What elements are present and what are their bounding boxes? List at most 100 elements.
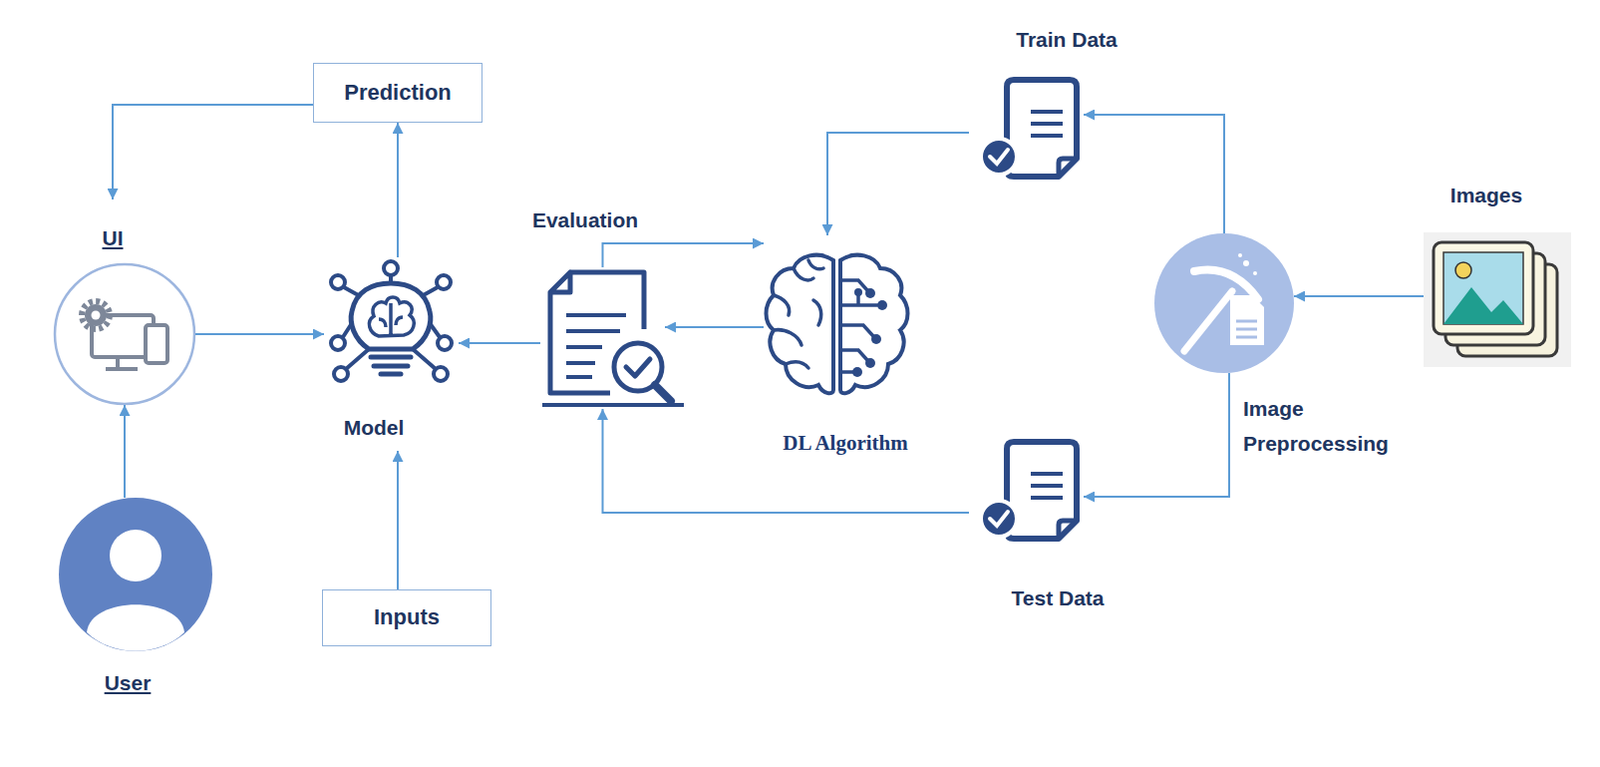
evaluation-icon-part	[654, 384, 671, 401]
icon-label: Model	[343, 414, 405, 440]
document-icon-part	[1030, 111, 1063, 136]
model-icon-part	[370, 356, 411, 374]
icon-node: Evaluation	[540, 267, 665, 409]
model-icon-part	[368, 297, 414, 336]
icon-node: Train Data	[968, 76, 1084, 186]
model-icon-part	[333, 366, 348, 381]
model-icon-part	[433, 366, 448, 381]
icon-node: Images	[1423, 232, 1572, 367]
connector-arrow	[195, 332, 324, 335]
preprocessing-icon-part	[1253, 271, 1258, 276]
connector-arrow	[1293, 295, 1424, 298]
connector-group	[112, 104, 1424, 590]
document-icon-part	[989, 149, 1008, 164]
icon-node: Model	[323, 257, 459, 451]
document-icon	[980, 441, 1077, 539]
model-icon-part	[436, 275, 451, 290]
images-icon-part	[1443, 287, 1524, 324]
document-icon-part	[1030, 473, 1063, 498]
preprocessing-icon-part	[1238, 253, 1243, 258]
brain-icon-part-part	[865, 357, 876, 368]
icon-node: Image Preprocessing	[1154, 233, 1294, 373]
user-icon-part	[109, 529, 162, 582]
brain-icon-part-part	[871, 333, 882, 344]
model-icon-part	[330, 335, 345, 350]
document-icon-part	[989, 511, 1008, 526]
brain-icon-part	[840, 280, 878, 372]
preprocessing-icon-part	[1184, 291, 1233, 351]
icon-node: User	[58, 497, 213, 651]
model-icon-part	[383, 261, 398, 276]
brain-icon-part	[766, 255, 835, 394]
connector-arrow	[123, 404, 126, 498]
icon-label: User	[104, 669, 152, 695]
connector-arrow	[396, 122, 399, 258]
connector-arrow	[458, 341, 541, 344]
user-icon	[58, 497, 213, 651]
ui-icon-part	[54, 264, 195, 404]
brain-icon-part-part	[877, 300, 888, 311]
icon-label: Evaluation	[532, 207, 639, 233]
user-icon-part	[58, 497, 213, 651]
process-box: Prediction	[313, 62, 483, 123]
evaluation-icon-part	[626, 358, 650, 376]
document-icon-part	[1058, 158, 1077, 177]
icon-label: Test Data	[1011, 585, 1105, 611]
icon-label: Train Data	[1015, 26, 1118, 52]
icon-label: UI	[102, 225, 124, 251]
document-icon-part	[980, 138, 1017, 175]
brain-icon-part-part	[854, 288, 863, 297]
ui-icon-part	[145, 324, 168, 363]
brain-icon-part	[852, 288, 888, 377]
user-icon-part	[86, 604, 185, 651]
document-icon-part	[980, 500, 1017, 537]
connector-arrow	[827, 132, 969, 236]
connector-arrow	[603, 243, 765, 268]
model-icon-part	[350, 283, 431, 349]
preprocessing-icon-part	[1236, 320, 1258, 337]
connector-arrow	[603, 408, 970, 513]
ui-icon-part	[81, 301, 110, 329]
box-label: Inputs	[373, 604, 440, 631]
icon-label: Images	[1450, 182, 1523, 208]
icon-node: DL Algorithm	[763, 235, 911, 457]
preprocessing-icon-part	[1154, 233, 1294, 373]
connector-arrow	[664, 325, 764, 328]
brain-icon-part-part	[852, 366, 863, 377]
images-icon-part	[1455, 262, 1472, 279]
document-icon	[980, 79, 1077, 177]
preprocessing-icon	[1154, 233, 1294, 373]
brain-icon	[766, 255, 909, 394]
model-icon-part	[437, 335, 452, 350]
images-icon-part	[1443, 252, 1524, 324]
preprocessing-icon-part	[1230, 295, 1265, 345]
ui-icon-part	[84, 304, 107, 326]
connector-arrow	[1083, 114, 1225, 234]
icon-node: Test Data	[968, 438, 1084, 549]
ui-icon	[54, 264, 195, 404]
connector-arrow	[1083, 372, 1230, 497]
brain-icon-part	[773, 260, 824, 368]
ui-icon-part	[105, 356, 138, 369]
evaluation-icon	[542, 272, 684, 405]
connector-arrow	[112, 104, 314, 200]
images-icon	[1423, 232, 1572, 367]
brain-icon-part-part	[865, 288, 876, 299]
box-label: Prediction	[343, 79, 452, 106]
model-icon-part	[330, 275, 345, 290]
icon-label: DL Algorithm	[782, 430, 908, 456]
preprocessing-icon-part	[1194, 270, 1259, 300]
model-icon	[330, 261, 452, 381]
connector-arrow	[396, 450, 399, 590]
images-icon-part	[1433, 242, 1534, 334]
brain-icon-part	[840, 255, 909, 394]
process-box: Inputs	[321, 589, 492, 646]
icon-label: Image Preprocessing	[1243, 390, 1418, 461]
icon-node: UI	[53, 199, 196, 405]
document-icon-part	[1058, 520, 1077, 539]
preprocessing-icon-part	[1243, 260, 1250, 267]
ui-icon-part	[91, 311, 101, 320]
